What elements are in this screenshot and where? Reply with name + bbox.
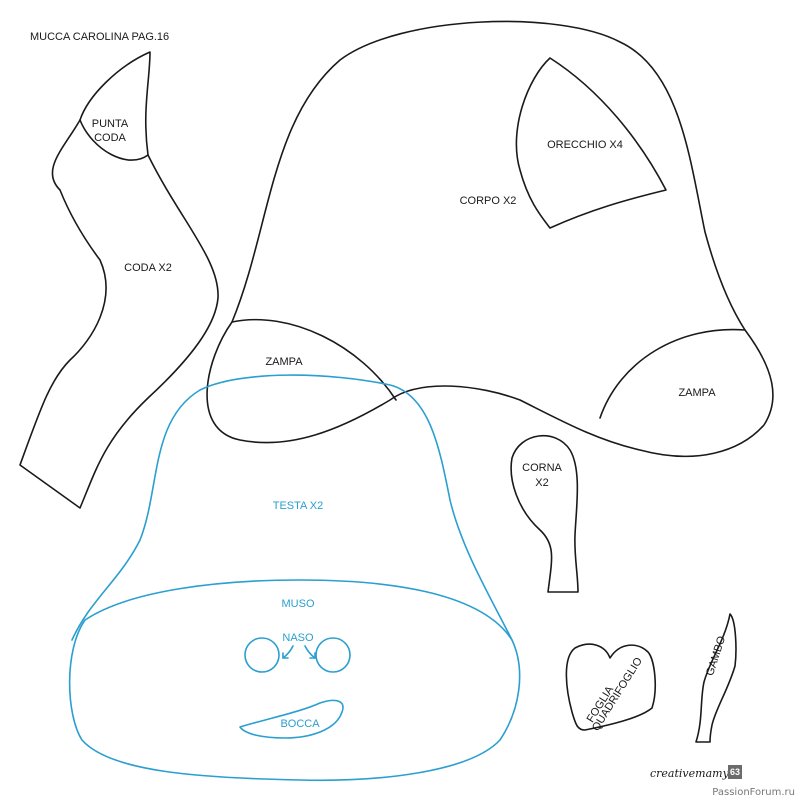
punta-coda-label-1: PUNTA <box>92 118 129 130</box>
orecchio-piece <box>515 57 667 229</box>
coda-label: CODA X2 <box>124 262 172 274</box>
naso-left-circle <box>244 637 280 673</box>
corna-piece <box>510 435 579 593</box>
corpo-label: CORPO X2 <box>460 195 517 207</box>
punta-coda-label-2: CODA <box>94 132 126 144</box>
bocca-label: BOCCA <box>280 718 320 730</box>
coda-piece <box>19 51 219 509</box>
zampa-right-line <box>599 328 746 419</box>
testa-piece <box>71 374 513 641</box>
naso-right-circle <box>315 637 351 673</box>
naso-arrowhead-left <box>282 652 289 659</box>
naso-arrow-left <box>282 645 294 659</box>
page-number-badge <box>728 765 742 779</box>
zampa-right-label: ZAMPA <box>678 387 716 399</box>
zampa-left-line <box>231 318 397 401</box>
foglia-piece <box>565 643 657 731</box>
naso-arrow-right <box>304 645 316 659</box>
page-number: 63 <box>730 767 740 777</box>
corna-label-1: CORNA <box>522 462 562 474</box>
orecchio-label: ORECCHIO X4 <box>547 139 623 151</box>
watermark: PassionForum.ru <box>712 787 795 798</box>
pattern-title: MUCCA CAROLINA PAG.16 <box>30 31 169 43</box>
corna-label-2: X2 <box>535 477 548 489</box>
brand-logo: creativemamy <box>650 767 730 780</box>
corpo-piece <box>206 20 774 458</box>
naso-arrowhead-right <box>309 652 316 659</box>
gambo-label: GAMBO <box>704 634 728 677</box>
gambo-piece <box>695 613 737 743</box>
testa-label: TESTA X2 <box>273 500 324 512</box>
muso-label: MUSO <box>282 598 315 610</box>
muso-piece <box>68 579 521 782</box>
bocca-piece <box>239 699 344 739</box>
punta-coda-line <box>79 119 149 161</box>
zampa-left-label: ZAMPA <box>265 356 303 368</box>
naso-label: NASO <box>282 632 314 644</box>
